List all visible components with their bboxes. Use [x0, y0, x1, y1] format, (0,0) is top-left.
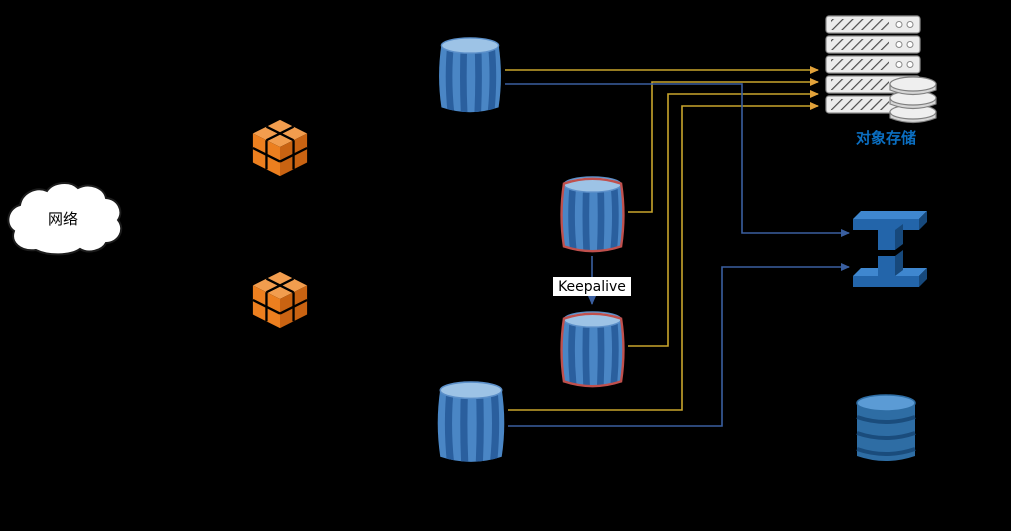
- database-ha-icon-primary: [562, 177, 624, 255]
- backup-line-ha-primary: [628, 78, 819, 213]
- app-server-icon-1: [251, 118, 309, 178]
- backup-line-ha-standby: [628, 90, 819, 347]
- backup-line-bottom-db: [508, 102, 819, 411]
- network-label: 网络: [48, 210, 78, 228]
- database-icon-top: [439, 38, 501, 116]
- network-cloud-icon: 网络: [7, 182, 123, 256]
- dynamodb-icon: [856, 394, 916, 461]
- data-line-top-db: [505, 83, 850, 237]
- backup-connectors: [505, 66, 819, 411]
- data-connectors: [505, 83, 850, 427]
- object-storage-label: 对象存储: [856, 129, 916, 147]
- keepalive-link: Keepalive: [553, 256, 631, 305]
- disk-stack-icon: [889, 76, 937, 124]
- app-server-icon-2: [251, 270, 309, 330]
- keepalive-label: Keepalive: [558, 279, 626, 295]
- data-line-bottom-db: [508, 263, 850, 427]
- keepalive-label-box: [553, 277, 631, 296]
- database-ha-icon-standby: [562, 312, 624, 390]
- object-storage-icon: 对象存储: [825, 15, 937, 147]
- database-icon-bottom: [438, 382, 505, 466]
- emr-icon: [853, 211, 927, 287]
